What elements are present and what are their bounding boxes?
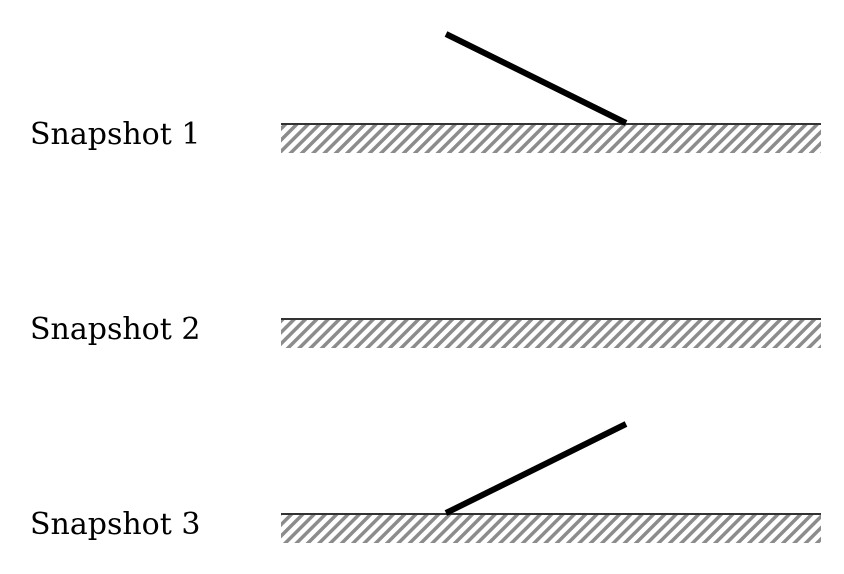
snapshot-3: Snapshot 3 [30,421,821,543]
ground-surface-1 [281,123,821,153]
snapshot-2: Snapshot 2 [30,312,821,348]
ground-hatch-2 [281,319,821,348]
ground-hatch-1 [281,124,821,153]
ground-surface-3 [281,513,821,543]
snapshot-1: Snapshot 1 [30,31,821,153]
ground-surface-2 [281,318,821,348]
snapshot-1-label: Snapshot 1 [30,117,200,152]
rod-1 [444,31,628,126]
snapshot-3-label: Snapshot 3 [30,507,200,542]
rod-3 [444,421,628,516]
ground-hatch-3 [281,514,821,543]
snapshot-2-label: Snapshot 2 [30,312,200,347]
